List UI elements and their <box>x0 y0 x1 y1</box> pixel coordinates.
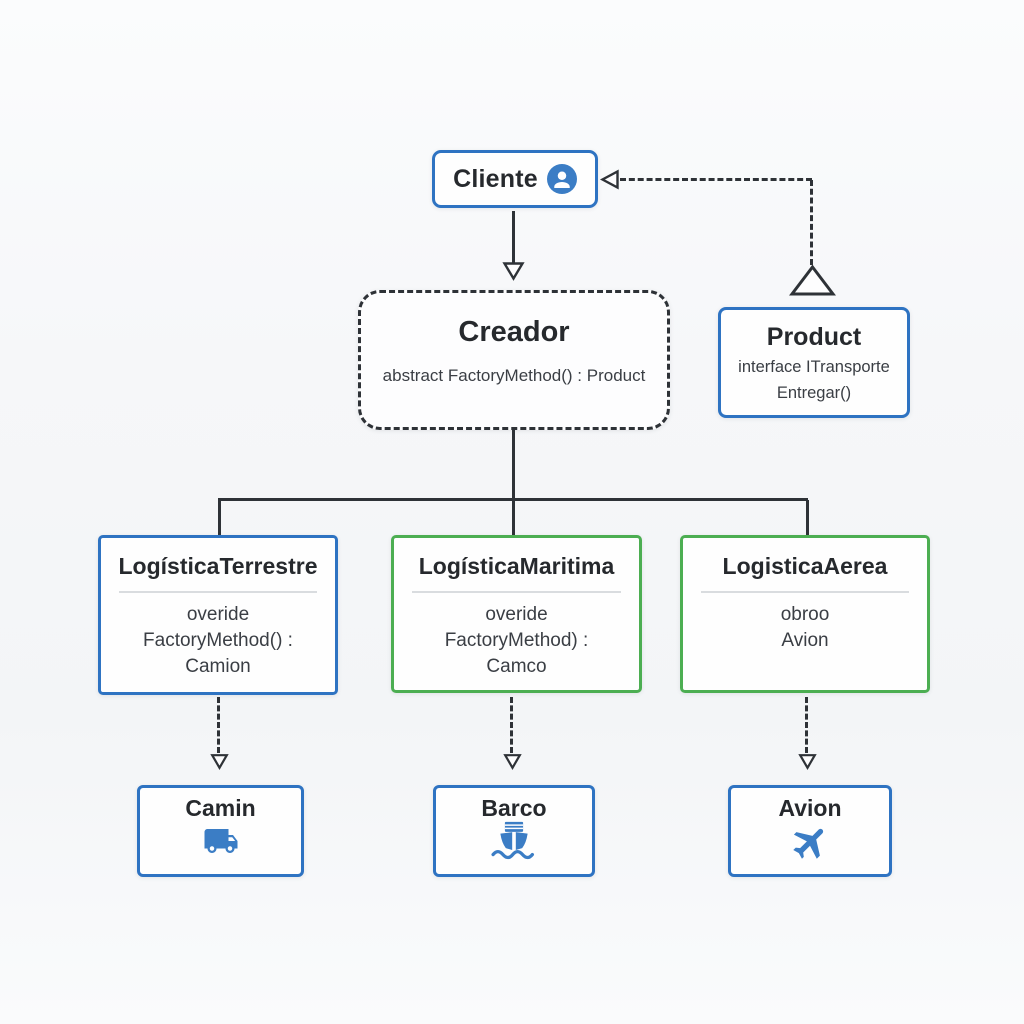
class-title: LogísticaTerrestre <box>118 553 318 579</box>
creador-tree-stem <box>512 430 515 500</box>
class-divider <box>118 591 318 593</box>
class-title: LogísticaMaritima <box>418 553 615 579</box>
ship-icon <box>436 820 592 860</box>
product-title: Product <box>766 323 862 351</box>
class-body-line: overide <box>186 604 250 625</box>
cliente-creador-connector <box>512 211 515 263</box>
maritima-barco-dashed-connector <box>510 697 513 753</box>
product-node: Product interface ITransporte Entregar() <box>718 307 910 418</box>
camion-node: Camin <box>137 785 304 877</box>
creador-method-text: abstract FactoryMethod() : Product <box>382 366 646 385</box>
arrowhead-down-open-icon <box>503 754 522 770</box>
arrowhead-left-open-icon <box>600 169 619 190</box>
class-body-line: overide <box>485 604 548 625</box>
terrestre-camion-dashed-connector <box>217 697 220 753</box>
logistica-maritima-node: LogísticaMaritima overide FactoryMethod)… <box>391 535 642 693</box>
inheritance-triangle-icon <box>789 264 836 296</box>
class-divider <box>701 591 909 593</box>
class-body-line: Camion <box>185 656 251 678</box>
class-body-line: FactoryMethod) : <box>444 630 589 652</box>
tree-drop-right <box>806 500 809 535</box>
arrowhead-down-open-icon <box>502 262 525 281</box>
person-icon <box>546 164 577 194</box>
class-body-line: Camco <box>486 656 547 678</box>
arrowhead-down-open-icon <box>210 754 229 770</box>
logistica-terrestre-node: LogísticaTerrestre overide FactoryMethod… <box>98 535 338 695</box>
tree-drop-left <box>218 500 221 535</box>
truck-icon <box>140 823 301 859</box>
product-triangle-dashed-connector <box>810 180 813 265</box>
logistica-aerea-node: LogisticaAerea obroo Avion <box>680 535 930 693</box>
avion-node: Avion <box>728 785 892 877</box>
aerea-avion-dashed-connector <box>805 697 808 753</box>
prod-title: Barco <box>481 795 547 821</box>
cliente-node: Cliente <box>432 150 598 208</box>
plane-icon <box>731 821 889 863</box>
creador-title: Creador <box>458 316 570 348</box>
tree-horizontal-bar <box>218 498 808 501</box>
class-body-line: FactoryMethod() : <box>143 630 293 652</box>
creador-node: Creador abstract FactoryMethod() : Produ… <box>358 290 670 430</box>
barco-node: Barco <box>433 785 595 877</box>
prod-title: Camin <box>185 795 256 821</box>
class-body-line: obroo <box>780 604 830 625</box>
prod-title: Avion <box>778 795 842 821</box>
product-method-text: Entregar() <box>776 383 852 402</box>
class-title: LogisticaAerea <box>722 553 888 579</box>
arrowhead-down-open-icon <box>798 754 817 770</box>
class-body-line: Avion <box>781 630 829 652</box>
product-cliente-dashed-connector <box>620 178 812 181</box>
class-divider <box>412 591 621 593</box>
product-interface-text: interface ITransporte <box>738 358 890 376</box>
tree-drop-center <box>512 500 515 535</box>
cliente-title: Cliente <box>453 164 538 193</box>
